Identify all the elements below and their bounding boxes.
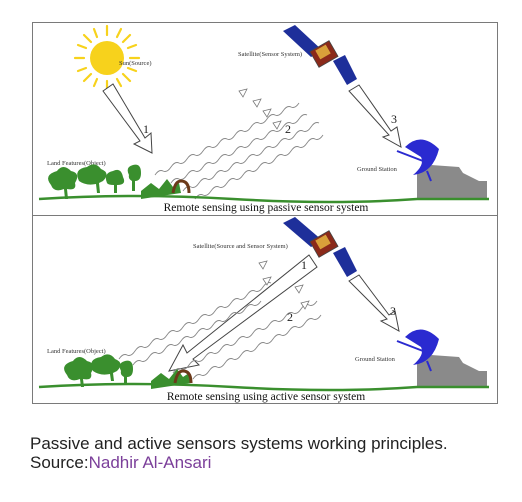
tree-trunk-icon bbox=[171, 179, 191, 194]
satellite-label: Satellite(Source and Sensor System) bbox=[193, 243, 288, 250]
satellite-icon bbox=[283, 217, 357, 277]
step-3-label: 3 bbox=[390, 304, 396, 318]
tree-trunk-icon bbox=[173, 369, 193, 384]
step-3-label: 3 bbox=[391, 112, 397, 126]
sun-icon bbox=[73, 24, 141, 91]
panel-divider bbox=[33, 215, 497, 216]
active-title: Remote sensing using active sensor syste… bbox=[167, 391, 365, 403]
caption-source: Source:Nadhir Al-Ansari bbox=[30, 453, 500, 472]
trees-icon bbox=[48, 164, 181, 199]
step-1-label: 1 bbox=[301, 258, 307, 272]
downlink-arrow-3 bbox=[348, 274, 400, 332]
satellite-icon bbox=[283, 25, 357, 85]
reflected-rays bbox=[154, 102, 324, 200]
land-features-label: Land Features(Object) bbox=[47, 160, 106, 167]
source-link[interactable]: Nadhir Al-Ansari bbox=[88, 453, 212, 472]
passive-panel: Sun(Source) 1 2 bbox=[38, 24, 489, 214]
ground-station-icon bbox=[396, 139, 487, 199]
step-2-label: 2 bbox=[285, 122, 291, 136]
ground-station-icon bbox=[396, 329, 487, 387]
satellite-label: Satellite(Sensor System) bbox=[238, 51, 302, 58]
ground-station-label: Ground Station bbox=[355, 356, 396, 363]
active-panel: Satellite(Source and Sensor System) 1 2 bbox=[38, 217, 489, 403]
ray-arrowheads bbox=[258, 260, 310, 310]
ray-arrowheads bbox=[238, 88, 282, 130]
incident-arrow-1 bbox=[168, 254, 318, 372]
source-prefix: Source: bbox=[30, 453, 89, 472]
figure-caption: Passive and active sensors systems worki… bbox=[30, 434, 500, 472]
ground-station-label: Ground Station bbox=[357, 166, 398, 173]
reflected-rays bbox=[118, 282, 322, 380]
downlink-arrow-3 bbox=[348, 84, 402, 148]
incident-arrow-1 bbox=[102, 83, 153, 154]
sun-label: Sun(Source) bbox=[119, 60, 152, 67]
ground-line bbox=[38, 194, 489, 204]
remote-sensing-figure: Sun(Source) 1 2 bbox=[32, 22, 498, 404]
step-2-label: 2 bbox=[287, 310, 293, 324]
ground-line bbox=[38, 382, 489, 392]
caption-text: Passive and active sensors systems worki… bbox=[30, 434, 448, 453]
land-features-label: Land Features(Object) bbox=[47, 348, 106, 355]
step-1-label: 1 bbox=[143, 122, 149, 136]
passive-title: Remote sensing using passive sensor syst… bbox=[164, 202, 369, 214]
